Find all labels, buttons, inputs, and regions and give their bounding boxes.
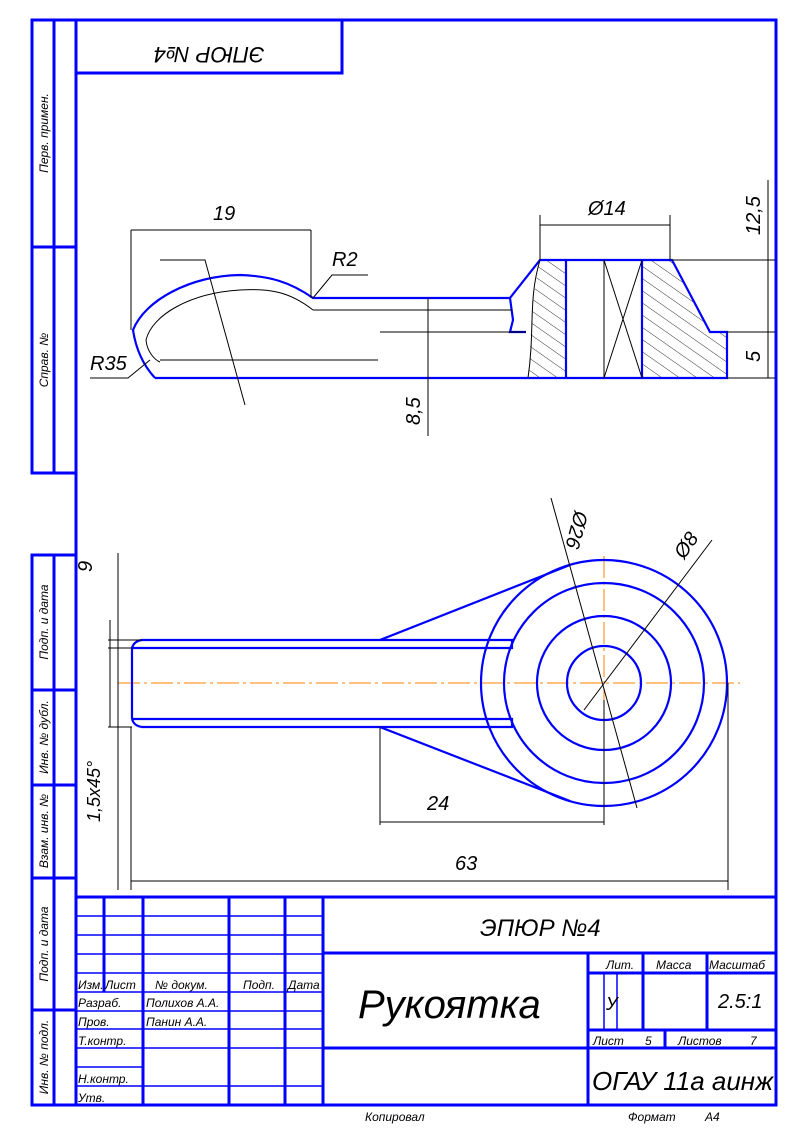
header-doc-no: № докум. — [155, 978, 208, 992]
role-developer: Разраб. — [78, 996, 121, 1010]
side-label: Взам. инв. № — [37, 794, 51, 868]
scale-label: Масштаб — [709, 958, 766, 972]
side-label: Подп. и дата — [37, 906, 51, 981]
org-name: ОГАУ 11а аинж — [592, 1066, 774, 1096]
sheet-frame — [30, 18, 778, 1107]
side-label: Инв. № дубл. — [37, 700, 51, 774]
side-label: Справ. № — [37, 333, 51, 388]
dim-8-5: 8,5 — [403, 396, 425, 425]
sheet-label: Лист — [592, 1034, 624, 1048]
side-label: Перв. примен. — [37, 93, 51, 173]
dim-19: 19 — [213, 203, 235, 225]
dim-r2: R2 — [332, 249, 358, 271]
dim-63: 63 — [455, 853, 477, 875]
mass-label: Масса — [656, 958, 692, 972]
copied-label: Копировал — [365, 1110, 425, 1124]
side-labels: Перв. примен. Справ. № Подп. и дата Инв.… — [37, 93, 51, 1094]
name-checker: Панин А.А. — [146, 1015, 207, 1029]
dim-d14: Ø14 — [587, 198, 626, 220]
side-label: Подп. и дата — [37, 584, 51, 659]
dim-d26: Ø26 — [560, 508, 592, 552]
dim-chamfer: 1,5x45° — [84, 761, 104, 822]
header-sign: Подп. — [243, 978, 275, 992]
dim-9: 9 — [75, 561, 97, 572]
side-label: Инв. № подл. — [37, 1020, 51, 1094]
dim-r35: R35 — [90, 353, 128, 375]
part-name: Рукоятка — [358, 983, 541, 1027]
top-stamp: ЭПЮР №4 — [154, 42, 265, 67]
format-value: А4 — [704, 1110, 720, 1124]
header-list: Лист — [104, 978, 136, 992]
header-date: Дата — [286, 978, 320, 992]
lit-label: Лит. — [605, 958, 634, 972]
sheets-label: Листов — [677, 1034, 722, 1048]
sheet-value: 5 — [645, 1034, 652, 1048]
hatch-left — [528, 260, 566, 378]
name-developer: Полихов А.А. — [146, 996, 219, 1010]
dim-24: 24 — [426, 793, 449, 815]
format-label: Формат — [628, 1110, 676, 1124]
header-izm: Изм. — [78, 978, 104, 992]
dim-12-5: 12,5 — [743, 195, 765, 235]
front-view: 19 R2 Ø14 12,5 5 R35 8,5 — [90, 180, 775, 436]
role-checker: Пров. — [78, 1015, 110, 1029]
hatch-right — [642, 260, 727, 378]
role-ncontrol: Н.контр. — [78, 1072, 129, 1086]
sheets-value: 7 — [750, 1034, 758, 1048]
scale-value: 2.5:1 — [717, 991, 762, 1013]
plan-view: 9 1,5x45° Ø26 Ø8 24 63 — [75, 497, 740, 890]
dim-5: 5 — [743, 350, 765, 362]
role-tcontrol: Т.контр. — [78, 1034, 126, 1048]
role-approved: Утв. — [77, 1091, 105, 1105]
doc-title: ЭПЮР №4 — [480, 915, 601, 942]
lit-value: У — [605, 994, 619, 1014]
title-block: Изм. Лист № докум. Подп. Дата Разраб. По… — [76, 895, 776, 1124]
